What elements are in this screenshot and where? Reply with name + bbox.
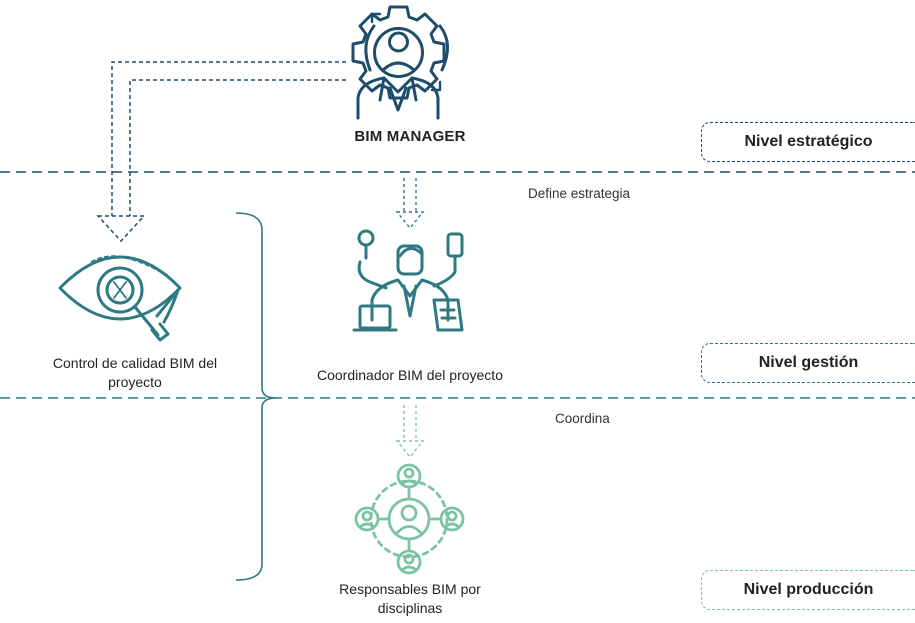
coordinate-label: Coordina xyxy=(555,411,610,426)
manager-gear-icon xyxy=(351,5,449,120)
bim-manager-title: BIM MANAGER xyxy=(354,128,466,145)
strategy-arrow xyxy=(395,178,425,230)
disciplines-label: Responsables BIM por disciplinas xyxy=(339,581,481,616)
level-management-badge: Nivel gestión xyxy=(701,343,915,383)
network-people-icon xyxy=(354,463,465,575)
define-strategy-label: Define estrategia xyxy=(528,186,631,201)
coordinator-label: Coordinador BIM del proyecto xyxy=(317,367,503,383)
coordinate-arrow xyxy=(395,405,425,459)
level-strategic-badge: Nivel estratégico xyxy=(701,122,915,162)
scope-bracket xyxy=(235,212,277,581)
level-production-badge: Nivel producción xyxy=(701,570,915,610)
quality-control-label: Control de calidad BIM del proyecto xyxy=(52,355,218,390)
eye-magnifier-icon xyxy=(58,255,182,342)
manager-to-quality-arrow xyxy=(96,61,346,243)
coordinator-multitask-icon xyxy=(352,229,464,332)
